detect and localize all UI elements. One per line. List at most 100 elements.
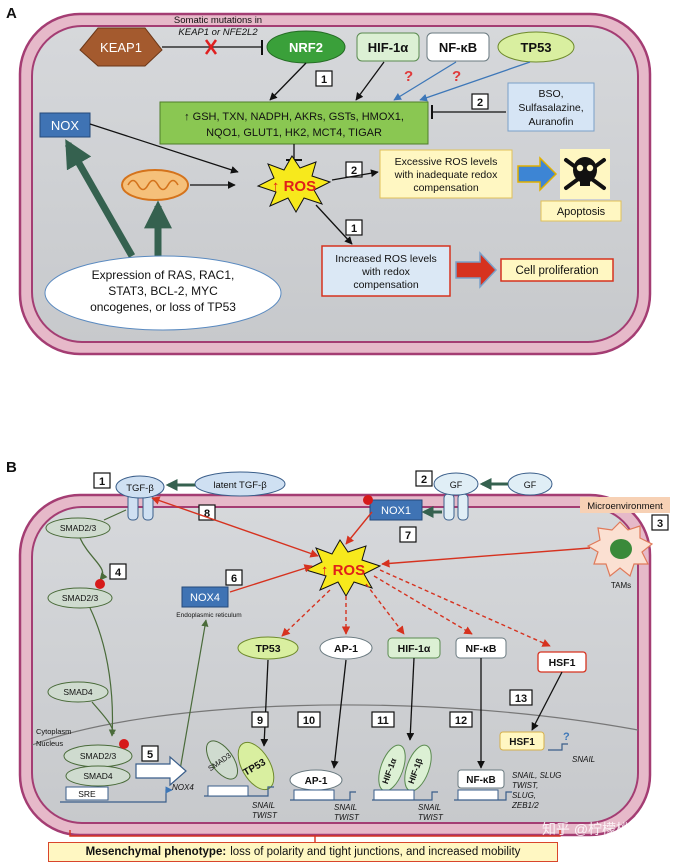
cell-proliferation-box: Cell proliferation bbox=[500, 258, 614, 282]
receptor-to-smad-line bbox=[103, 509, 127, 521]
nfkb-targets-line1: SNAIL, SLUG bbox=[512, 771, 561, 780]
smad-phosphorylation-arrow bbox=[79, 537, 108, 581]
smad4-cytoplasm: SMAD4 bbox=[47, 681, 109, 703]
svg-text:Apoptosis: Apoptosis bbox=[557, 206, 606, 218]
step-badge-1a: 1 bbox=[315, 70, 333, 87]
keap1-node: KEAP1 bbox=[79, 27, 163, 67]
svg-text:NOX: NOX bbox=[51, 118, 80, 133]
mesenchymal-title: Mesenchymal phenotype: bbox=[85, 846, 227, 858]
hif-complex-nuclear: HIF-1α HIF-1β bbox=[378, 744, 432, 792]
hif-promoter-line bbox=[372, 791, 438, 801]
smad3-tp53-complex: SMAD3 TP53 bbox=[205, 740, 275, 791]
nrf2-to-antioxidants-arrow bbox=[269, 62, 307, 101]
sre-element: SRE bbox=[65, 786, 109, 801]
ros-to-hsf1-dashed bbox=[379, 569, 551, 647]
svg-text:GF: GF bbox=[524, 480, 537, 490]
step-badge-2b: 2 bbox=[345, 161, 363, 178]
smad4-to-nucleus-line bbox=[91, 701, 115, 735]
nrf2-node: NRF2 bbox=[266, 30, 346, 64]
microenvironment-label: Microenvironment bbox=[580, 497, 670, 513]
tgfb-receptor: TGF-β bbox=[115, 475, 165, 521]
step-badge-11: 11 bbox=[371, 711, 395, 728]
svg-text:oncogenes, or loss of TP53: oncogenes, or loss of TP53 bbox=[90, 300, 236, 314]
nuclear-envelope bbox=[31, 704, 639, 746]
svg-text:NRF2: NRF2 bbox=[289, 40, 323, 55]
er-label: Endoplasmic reticulum bbox=[176, 612, 241, 619]
svg-text:7: 7 bbox=[405, 530, 411, 542]
tam-cell-icon bbox=[586, 521, 654, 578]
nox1-to-ros-arrow bbox=[345, 511, 373, 545]
hif1a-to-antioxidants-arrow bbox=[355, 61, 385, 101]
ros-to-increased-arrow bbox=[315, 204, 353, 245]
latent-tgfb-node: latent TGF-β bbox=[194, 471, 286, 497]
svg-text:SMAD4: SMAD4 bbox=[63, 687, 93, 697]
svg-text:Sulfasalazine,: Sulfasalazine, bbox=[518, 102, 583, 114]
nox-node: NOX bbox=[39, 112, 91, 138]
hif1a-node-b: HIF-1α bbox=[387, 637, 441, 659]
ros-burst-a: ↑ ROS bbox=[256, 155, 332, 214]
nox-to-ros-arrow bbox=[89, 123, 239, 174]
block-arrow-to-apoptosis bbox=[517, 156, 558, 192]
svg-text:SMAD2/3: SMAD2/3 bbox=[62, 593, 99, 603]
svg-text:6: 6 bbox=[231, 573, 237, 585]
ap1-target-twist: TWIST bbox=[334, 813, 360, 822]
svg-text:SRE: SRE bbox=[78, 789, 96, 799]
svg-text:SMAD2/3: SMAD2/3 bbox=[80, 751, 117, 761]
svg-text:BSO,: BSO, bbox=[538, 88, 563, 100]
nfkb-node-b: NF-κB bbox=[455, 637, 507, 659]
svg-text:HSF1: HSF1 bbox=[549, 657, 576, 669]
panel-b-label: B bbox=[6, 459, 17, 476]
hif1a-to-nucleus-arrow bbox=[406, 657, 415, 741]
increased-ros-box: Increased ROS levels with redox compensa… bbox=[321, 245, 451, 297]
nox4-gene-to-protein-arrow bbox=[179, 619, 209, 771]
ros-to-hif1a-dashed bbox=[365, 583, 405, 635]
oncogene-expression-ellipse: Expression of RAS, RAC1, STAT3, BCL-2, M… bbox=[44, 255, 282, 331]
phenotype-bracket bbox=[69, 830, 561, 842]
svg-text:2: 2 bbox=[477, 97, 483, 109]
svg-text:AP-1: AP-1 bbox=[334, 643, 358, 655]
svg-text:Expression of RAS, RAC1,: Expression of RAS, RAC1, bbox=[92, 268, 235, 282]
hsf1-to-nucleus-arrow bbox=[531, 671, 563, 731]
smad23-nuclear: SMAD2/3 bbox=[63, 739, 133, 768]
hsf1-node-b: HSF1 bbox=[537, 651, 587, 673]
svg-text:SMAD4: SMAD4 bbox=[83, 771, 113, 781]
step-badge-7: 7 bbox=[399, 526, 417, 543]
step-badge-13: 13 bbox=[509, 689, 533, 706]
svg-text:Excessive ROS levels: Excessive ROS levels bbox=[395, 156, 498, 168]
svg-text:HIF-1α: HIF-1α bbox=[368, 40, 409, 55]
svg-text:GF: GF bbox=[450, 480, 463, 490]
svg-text:Auranofin: Auranofin bbox=[529, 116, 574, 128]
svg-text:NF-κB: NF-κB bbox=[466, 775, 495, 786]
step-badge-3: 3 bbox=[651, 514, 669, 531]
svg-text:1: 1 bbox=[351, 223, 357, 235]
ros-burst-b: ↑ ROS bbox=[304, 539, 382, 598]
tp53-target-twist: TWIST bbox=[252, 811, 278, 820]
nox1-node: NOX1 bbox=[363, 495, 423, 521]
watermark-text: 知乎 @柠檬桃子酱 bbox=[542, 821, 658, 837]
svg-text:AP-1: AP-1 bbox=[305, 776, 328, 787]
svg-text:2: 2 bbox=[421, 474, 427, 486]
nox4-promoter-arrow bbox=[60, 786, 173, 803]
phospho-dot bbox=[95, 579, 105, 589]
ap1-node-b: AP-1 bbox=[319, 636, 373, 660]
nfkb-nuclear: NF-κB bbox=[457, 769, 505, 789]
mutation-note-line1: Somatic mutations in bbox=[174, 15, 262, 26]
svg-text:1: 1 bbox=[321, 74, 327, 86]
svg-text:13: 13 bbox=[515, 693, 527, 705]
gf-ligand: GF bbox=[507, 472, 553, 496]
svg-text:with inadequate redox: with inadequate redox bbox=[394, 169, 498, 181]
svg-text:SMAD2/3: SMAD2/3 bbox=[60, 523, 97, 533]
svg-text:compensation: compensation bbox=[353, 279, 419, 291]
blocked-cross-icon bbox=[204, 39, 218, 55]
ros-label-b: ↑ ROS bbox=[321, 562, 365, 579]
svg-text:TP53: TP53 bbox=[520, 40, 551, 55]
svg-text:Cell proliferation: Cell proliferation bbox=[515, 265, 598, 277]
tp53-node-b: TP53 bbox=[237, 636, 299, 660]
step-badge-1: 1 bbox=[93, 472, 111, 489]
svg-text:compensation: compensation bbox=[413, 182, 479, 194]
svg-text:NOX4: NOX4 bbox=[190, 592, 220, 604]
hif-target-twist: TWIST bbox=[418, 813, 444, 822]
mesenchymal-description: loss of polarity and tight junctions, an… bbox=[230, 846, 521, 858]
svg-text:12: 12 bbox=[455, 715, 467, 727]
hsf1-target-snail: SNAIL bbox=[572, 755, 595, 764]
